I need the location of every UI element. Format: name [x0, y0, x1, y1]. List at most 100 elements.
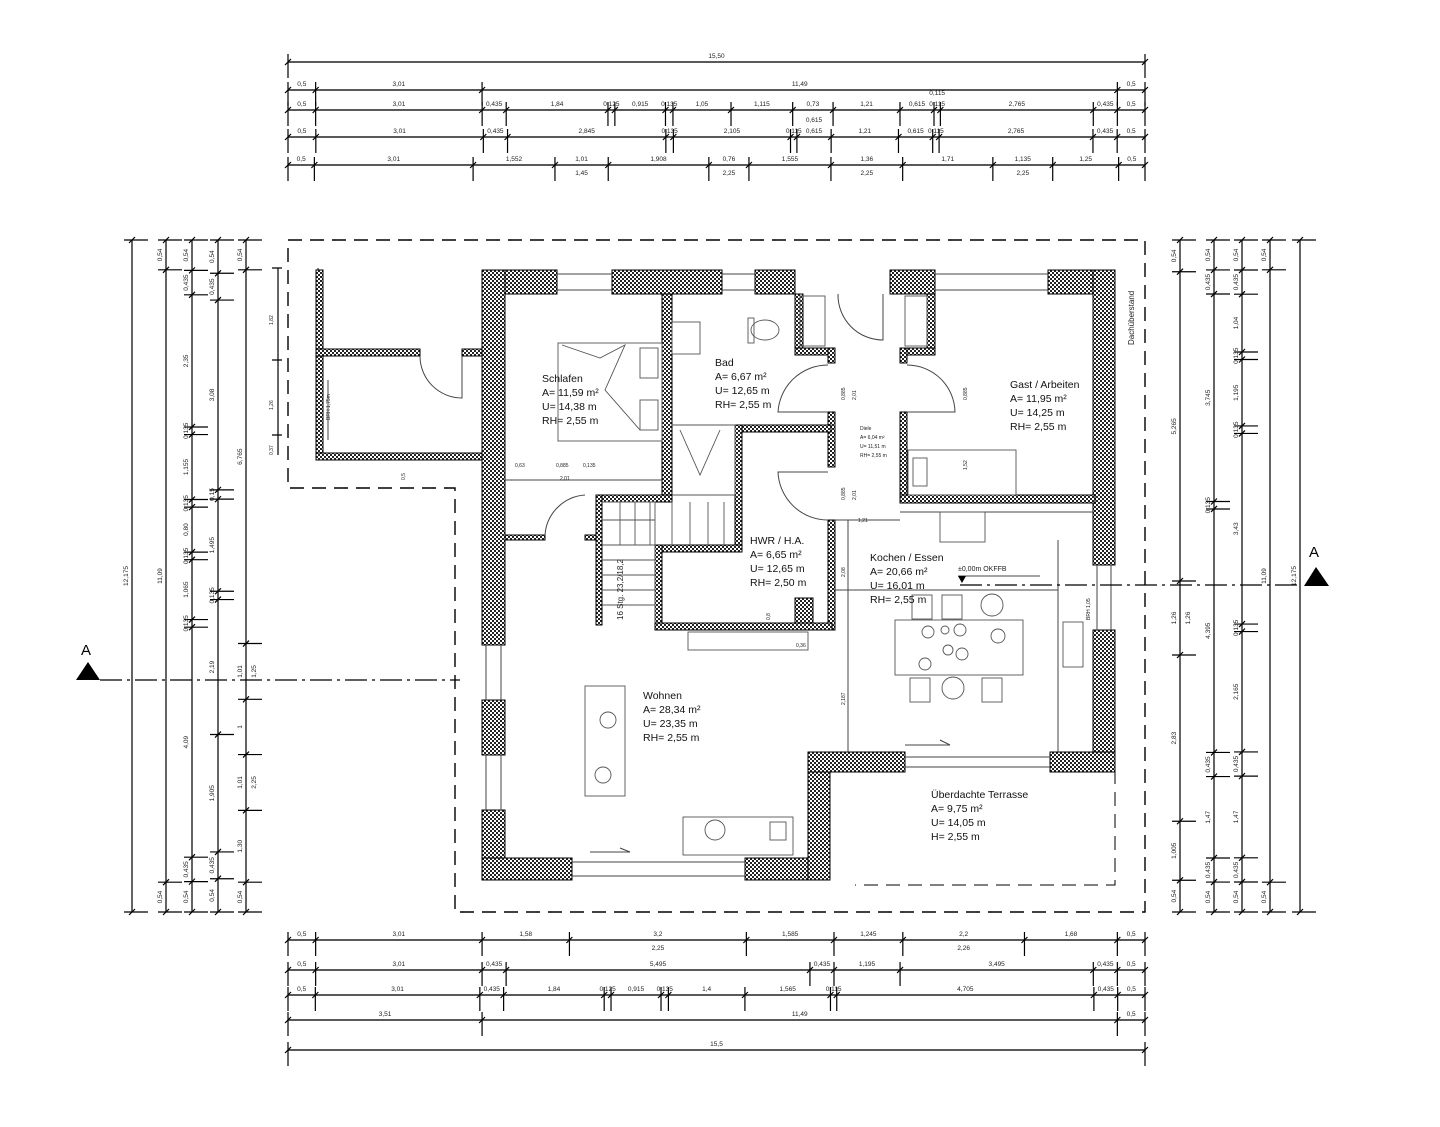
svg-text:A= 20,66 m²: A= 20,66 m² [870, 566, 928, 578]
level-marker-icon [958, 576, 966, 583]
dimension-label: 0,54 [1205, 890, 1212, 903]
dimension-label: 1,25 [251, 665, 258, 678]
dimension-chain-left-3: 0,540,4352,350,1351,1550,1350,800,1351,0… [183, 236, 208, 916]
dimension-tick-slash [705, 161, 713, 169]
dimension-tick-slash [214, 908, 222, 916]
dimension-label: 0,73 [807, 101, 820, 108]
dimension-label: 0,54 [1261, 248, 1268, 261]
dimension-tick-slash [1141, 161, 1149, 169]
dimension-tick-slash [727, 106, 735, 114]
dimension-tick-slash [284, 58, 292, 66]
door-gast [906, 364, 956, 413]
dimension-label: 0,435 [1205, 862, 1212, 879]
level-label: ±0,00m OKFFB [958, 566, 1007, 573]
dimension-label: 0,435 [1233, 274, 1240, 291]
svg-text:1,52: 1,52 [963, 460, 969, 470]
dimension-tick-slash [1141, 936, 1149, 944]
svg-text:1,82: 1,82 [269, 315, 275, 325]
dimension-label: 0,435 [1098, 986, 1115, 993]
dimension-tick-slash [214, 236, 222, 244]
dimension-label: 2,105 [724, 128, 741, 135]
svg-text:U= 11,51 m: U= 11,51 m [860, 444, 886, 450]
closet-bad [799, 295, 826, 347]
dimension-label: 2,25 [652, 945, 665, 952]
svg-text:2,01: 2,01 [852, 490, 858, 500]
dimension-label: 0,615 [806, 117, 823, 124]
section-label-left: A [81, 642, 91, 659]
dimension-tick-slash [935, 133, 943, 141]
dimension-tick-slash [989, 161, 997, 169]
dimension-tick-slash [214, 486, 222, 494]
dimension-label: 2,25 [723, 170, 736, 177]
dimension-tick-slash [242, 236, 250, 244]
dimension-label: 0,135 [183, 495, 190, 512]
brh-right-label: BRH 1,05 [1086, 598, 1092, 620]
dimension-label: 0,5 [297, 128, 306, 135]
dimension-label: 0,435 [209, 278, 216, 295]
dimension-tick-slash [600, 991, 608, 999]
dimension-label: 1,36 [860, 156, 873, 163]
dimension-tick-slash [478, 86, 486, 94]
dimension-label: 1,135 [1015, 156, 1032, 163]
dimension-tick-slash [1089, 966, 1097, 974]
dimension-label: 1,30 [237, 840, 244, 853]
brh-left-label: BRH 1,75m [326, 394, 332, 420]
dimension-label: 1,115 [754, 101, 770, 108]
dimension-tick-slash [669, 106, 677, 114]
dimension-tick-slash [469, 161, 477, 169]
dimension-tick-slash [827, 133, 835, 141]
dimension-label: 0,5 [1127, 156, 1136, 163]
dimension-tick-slash [741, 991, 749, 999]
exterior-walls [481, 269, 1116, 881]
dimension-label: 0,135 [1233, 347, 1240, 364]
svg-text:Schlafen: Schlafen [542, 373, 583, 385]
dimension-tick-slash [669, 133, 677, 141]
dimension-label: 0,135 [183, 422, 190, 439]
dimension-tick-slash [284, 106, 292, 114]
dimension-tick-slash [604, 161, 612, 169]
dimension-tick-slash [604, 106, 612, 114]
dimension-label: 0,615 [907, 128, 924, 135]
dimension-label: 1,905 [209, 785, 216, 802]
dimension-tick-slash [502, 966, 510, 974]
svg-text:Überdachte Terrasse: Überdachte Terrasse [931, 789, 1028, 801]
dimension-tick-slash [188, 616, 196, 624]
dimension-label: 4,09 [183, 735, 190, 748]
dimension-tick-slash [936, 106, 944, 114]
dimension-label: 1,585 [782, 931, 799, 938]
dimension-chain-left-1: 12,175 [123, 236, 148, 916]
dimension-tick-slash [242, 751, 250, 758]
dimension-tick-slash [188, 908, 196, 916]
dimension-label: 1,155 [183, 459, 190, 476]
dimension-label: 0,435 [209, 857, 216, 874]
dimension-tick-slash [896, 106, 904, 114]
dimension-label: 0,5 [1127, 128, 1136, 135]
dimension-label: 2,165 [1233, 683, 1240, 700]
svg-text:HWR / H.A.: HWR / H.A. [750, 535, 804, 547]
dimension-label: 0,115 [786, 128, 802, 135]
sofa [584, 685, 626, 797]
dimension-tick-slash [566, 936, 573, 944]
dimension-label: 2,765 [1008, 128, 1025, 135]
dimension-tick-slash [551, 161, 559, 169]
dimension-label: 1,47 [1233, 810, 1240, 823]
dimension-tick-slash [476, 991, 484, 999]
dimension-label: 0,5 [297, 986, 306, 993]
dimension-label: 0,54 [237, 890, 244, 903]
svg-text:RH= 2,55 m: RH= 2,55 m [860, 453, 887, 459]
dimension-label: 0,915 [628, 986, 645, 993]
svg-text:U= 12,65 m: U= 12,65 m [750, 563, 805, 575]
dimension-label: 0,435 [1233, 755, 1240, 772]
dimension-label: 0,435 [1233, 861, 1240, 878]
dimension-label: 1,84 [548, 986, 561, 993]
door-hwr [777, 471, 829, 521]
dimension-tick-slash [242, 806, 250, 814]
dimension-tick-slash [128, 236, 136, 244]
dimension-label: 0,615 [909, 101, 926, 108]
svg-text:A= 11,95 m²: A= 11,95 m² [1010, 393, 1067, 405]
dimension-tick-slash [311, 991, 319, 999]
dimension-tick-slash [1238, 620, 1246, 628]
dining-table [894, 619, 1024, 676]
